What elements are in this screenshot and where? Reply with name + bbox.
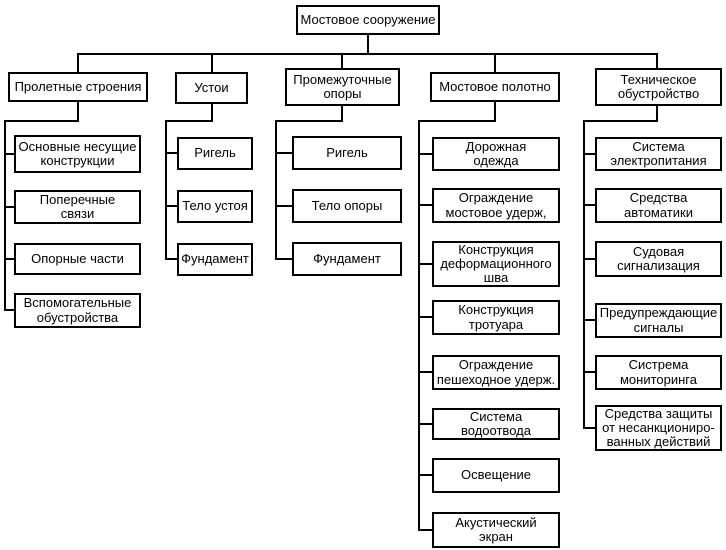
- node-col4-child2: Ограждение мостовое удерж,: [432, 188, 560, 223]
- node-root: Мостовое сооружение: [296, 5, 440, 35]
- connector-line: [275, 120, 343, 122]
- connector-line: [418, 204, 434, 206]
- connector-line: [4, 120, 6, 311]
- connector-line: [494, 101, 496, 122]
- node-col1-child4: Вспомогательные обустройства: [14, 293, 141, 328]
- connector-line: [275, 152, 294, 154]
- node-col5-child1: Система электропитания: [595, 137, 722, 171]
- connector-line: [418, 529, 434, 531]
- node-col2-child1: Ригель: [177, 137, 253, 170]
- connector-line: [4, 309, 16, 311]
- connector-line: [275, 258, 294, 260]
- connector-line: [583, 120, 658, 122]
- connector-line: [583, 120, 585, 429]
- node-col2-child2: Тело устоя: [177, 190, 253, 223]
- node-col3-child1: Ригель: [292, 136, 402, 170]
- connector-line: [4, 153, 16, 155]
- connector-line: [4, 258, 16, 260]
- node-col1-header: Пролетные строения: [8, 72, 148, 102]
- connector-line: [341, 105, 343, 122]
- connector-line: [165, 120, 213, 122]
- connector-line: [418, 153, 434, 155]
- connector-line: [77, 101, 79, 122]
- node-col5-child2: Средства автоматики: [595, 188, 722, 223]
- node-col3-child3: Фундамент: [292, 242, 402, 276]
- node-col4-header: Мостовое полотно: [430, 72, 560, 102]
- connector-line: [4, 206, 16, 208]
- connector-line: [275, 205, 294, 207]
- connector-line: [211, 103, 213, 122]
- connector-line: [165, 152, 179, 154]
- connector-line: [77, 53, 658, 55]
- connector-line: [4, 120, 79, 122]
- connector-line: [583, 319, 597, 321]
- connector-line: [418, 120, 496, 122]
- connector-line: [583, 427, 597, 429]
- node-col4-child5: Ограждение пешеходное удерж.: [432, 355, 560, 390]
- connector-line: [165, 120, 167, 260]
- connector-line: [494, 53, 496, 72]
- connector-line: [418, 263, 434, 265]
- node-col2-header: Устои: [175, 72, 248, 104]
- connector-line: [211, 53, 213, 72]
- node-col3-header: Промежуточные опоры: [285, 68, 400, 106]
- connector-line: [165, 258, 179, 260]
- node-col5-child5: Систрема мониторинга: [595, 355, 722, 390]
- node-col1-child2: Поперечные связи: [14, 190, 141, 224]
- connector-line: [418, 316, 434, 318]
- node-col5-child4: Предупреждающие сигналы: [595, 303, 722, 338]
- node-col5-header: Техническое обустройство: [595, 68, 722, 106]
- connector-line: [341, 53, 343, 68]
- connector-line: [165, 205, 179, 207]
- node-col5-child3: Судовая сигнализация: [595, 241, 722, 277]
- node-col4-child4: Конструкция тротуара: [432, 300, 560, 335]
- node-col2-child3: Фундамент: [177, 243, 253, 276]
- connector-line: [418, 120, 420, 531]
- node-col4-child6: Система водоотвода: [432, 408, 560, 440]
- connector-line: [367, 33, 369, 53]
- node-col4-child7: Освещение: [432, 458, 560, 493]
- connector-line: [583, 153, 597, 155]
- connector-line: [656, 53, 658, 68]
- connector-line: [275, 120, 277, 260]
- node-col1-child3: Опорные части: [14, 243, 141, 275]
- node-col3-child2: Тело опоры: [292, 189, 402, 223]
- node-col5-child6: Средства защиты от несанкциониро- ванных…: [595, 405, 722, 451]
- connector-line: [583, 258, 597, 260]
- connector-line: [583, 204, 597, 206]
- connector-line: [418, 423, 434, 425]
- connector-line: [583, 371, 597, 373]
- node-col4-child3: Конструкция деформационного шва: [432, 241, 560, 287]
- node-col1-child1: Основные несущие конструкции: [14, 135, 141, 173]
- node-col4-child1: Дорожная одежда: [432, 137, 560, 171]
- connector-line: [77, 53, 79, 72]
- connector-line: [418, 371, 434, 373]
- connector-line: [656, 105, 658, 122]
- connector-line: [418, 474, 434, 476]
- node-col4-child8: Акустический экран: [432, 512, 560, 548]
